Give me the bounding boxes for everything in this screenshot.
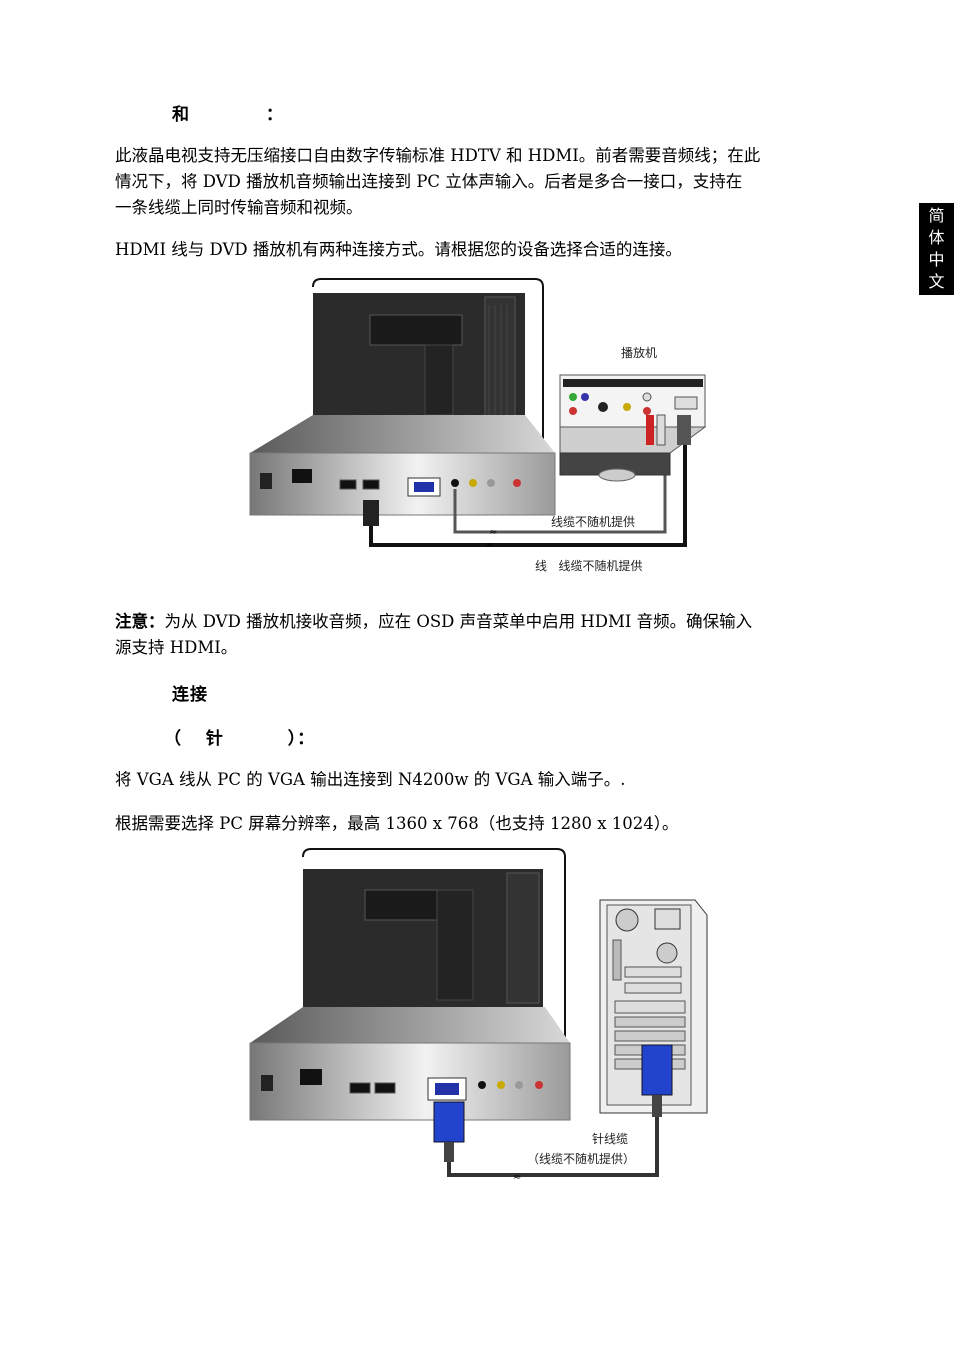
composite-port-icon xyxy=(469,479,477,487)
section1-paragraph: 此液晶电视支持无压缩接口自由数字传输标准 HDTV 和 HDMI。前者需要音频线… xyxy=(115,143,855,221)
paragraph-line: 情况下，将 DVD 播放机音频输出连接到 PC 立体声输入。后者是多合一接口，支… xyxy=(115,172,743,191)
hdmi-cable xyxy=(369,445,687,547)
section2-paragraph1: 将 VGA 线从 PC 的 VGA 输出连接到 N4200w 的 VGA 输入端… xyxy=(115,770,626,789)
vga-plug-icon xyxy=(641,1044,673,1096)
ac-inlet-icon xyxy=(300,1069,322,1085)
side-tab-char: 体 xyxy=(928,228,945,247)
tv-io-panel xyxy=(249,452,556,516)
hdmi-port-icon xyxy=(374,1082,396,1094)
note-text: 为从 DVD 播放机接收音频，应在 OSD 声音菜单中启用 HDMI 音频。确保… xyxy=(164,612,753,631)
hdmi-port-icon xyxy=(362,479,380,490)
section1-paragraph2: HDMI 线与 DVD 播放机有两种连接方式。请根据您的设备选择合适的连接。 xyxy=(115,240,682,259)
section1-heading: 和 ： xyxy=(172,100,284,125)
section1-heading-part1: 和 xyxy=(172,105,190,125)
section2-heading: 连接 xyxy=(172,685,208,705)
tv-outline xyxy=(312,278,544,455)
svg-text:≈: ≈ xyxy=(513,1172,521,1183)
player-label: 播放机 xyxy=(621,346,658,360)
vga-cable-label: 针线缆 xyxy=(592,1132,629,1146)
hdmi-port-icon xyxy=(349,1082,371,1094)
zoom-wedge xyxy=(250,415,555,453)
section2-paragraph2: 根据需要选择 PC 屏幕分辨率，最高 1360 x 768（也支持 1280 x… xyxy=(115,814,679,833)
vga-pc-connection-diagram: ≈ xyxy=(249,848,708,1183)
section1-heading-part2: ： xyxy=(265,105,284,125)
side-tab-char: 中 xyxy=(928,250,945,269)
audio-cable xyxy=(453,440,667,534)
note-text-continued: 源支持 HDMI。 xyxy=(115,638,238,657)
side-tab-char: 文 xyxy=(928,272,945,291)
svg-text:≈: ≈ xyxy=(489,527,497,538)
tv-outline xyxy=(302,848,566,1045)
vga-cable-note: （线缆不随机提供） xyxy=(527,1152,636,1166)
hdmi-dvd-connection-diagram: ≈ ≈ xyxy=(249,278,707,551)
paragraph-line: 此液晶电视支持无压缩接口自由数字传输标准 HDTV 和 HDMI。前者需要音频线… xyxy=(115,146,761,165)
vga-plug-icon xyxy=(433,1101,465,1143)
paragraph-line: 一条线缆上同时传输音频和视频。 xyxy=(115,198,363,217)
hdmi-port-icon xyxy=(339,479,357,490)
power-switch-icon xyxy=(260,473,272,489)
cable-label-hdmi: 线 线缆不随机提供 xyxy=(535,559,643,573)
section2-subheading: （ 针 ）： xyxy=(164,729,316,749)
language-side-tab: 简 体 中 文 xyxy=(919,203,954,295)
tv-io-panel xyxy=(249,1042,571,1121)
note-block: 注意：为从 DVD 播放机接收音频，应在 OSD 声音菜单中启用 HDMI 音频… xyxy=(115,609,855,661)
svideo-port-icon xyxy=(451,479,459,487)
ac-inlet-icon xyxy=(292,469,312,483)
cable-label-audio: 线缆不随机提供 xyxy=(551,515,636,529)
note-label: 注意： xyxy=(115,612,165,631)
hdmi-plug-icon xyxy=(363,500,379,526)
vga-cable xyxy=(447,1115,659,1177)
zoom-wedge xyxy=(250,1007,570,1043)
power-switch-icon xyxy=(261,1075,273,1091)
svg-text:≈: ≈ xyxy=(485,540,493,551)
side-tab-char: 简 xyxy=(928,206,945,225)
